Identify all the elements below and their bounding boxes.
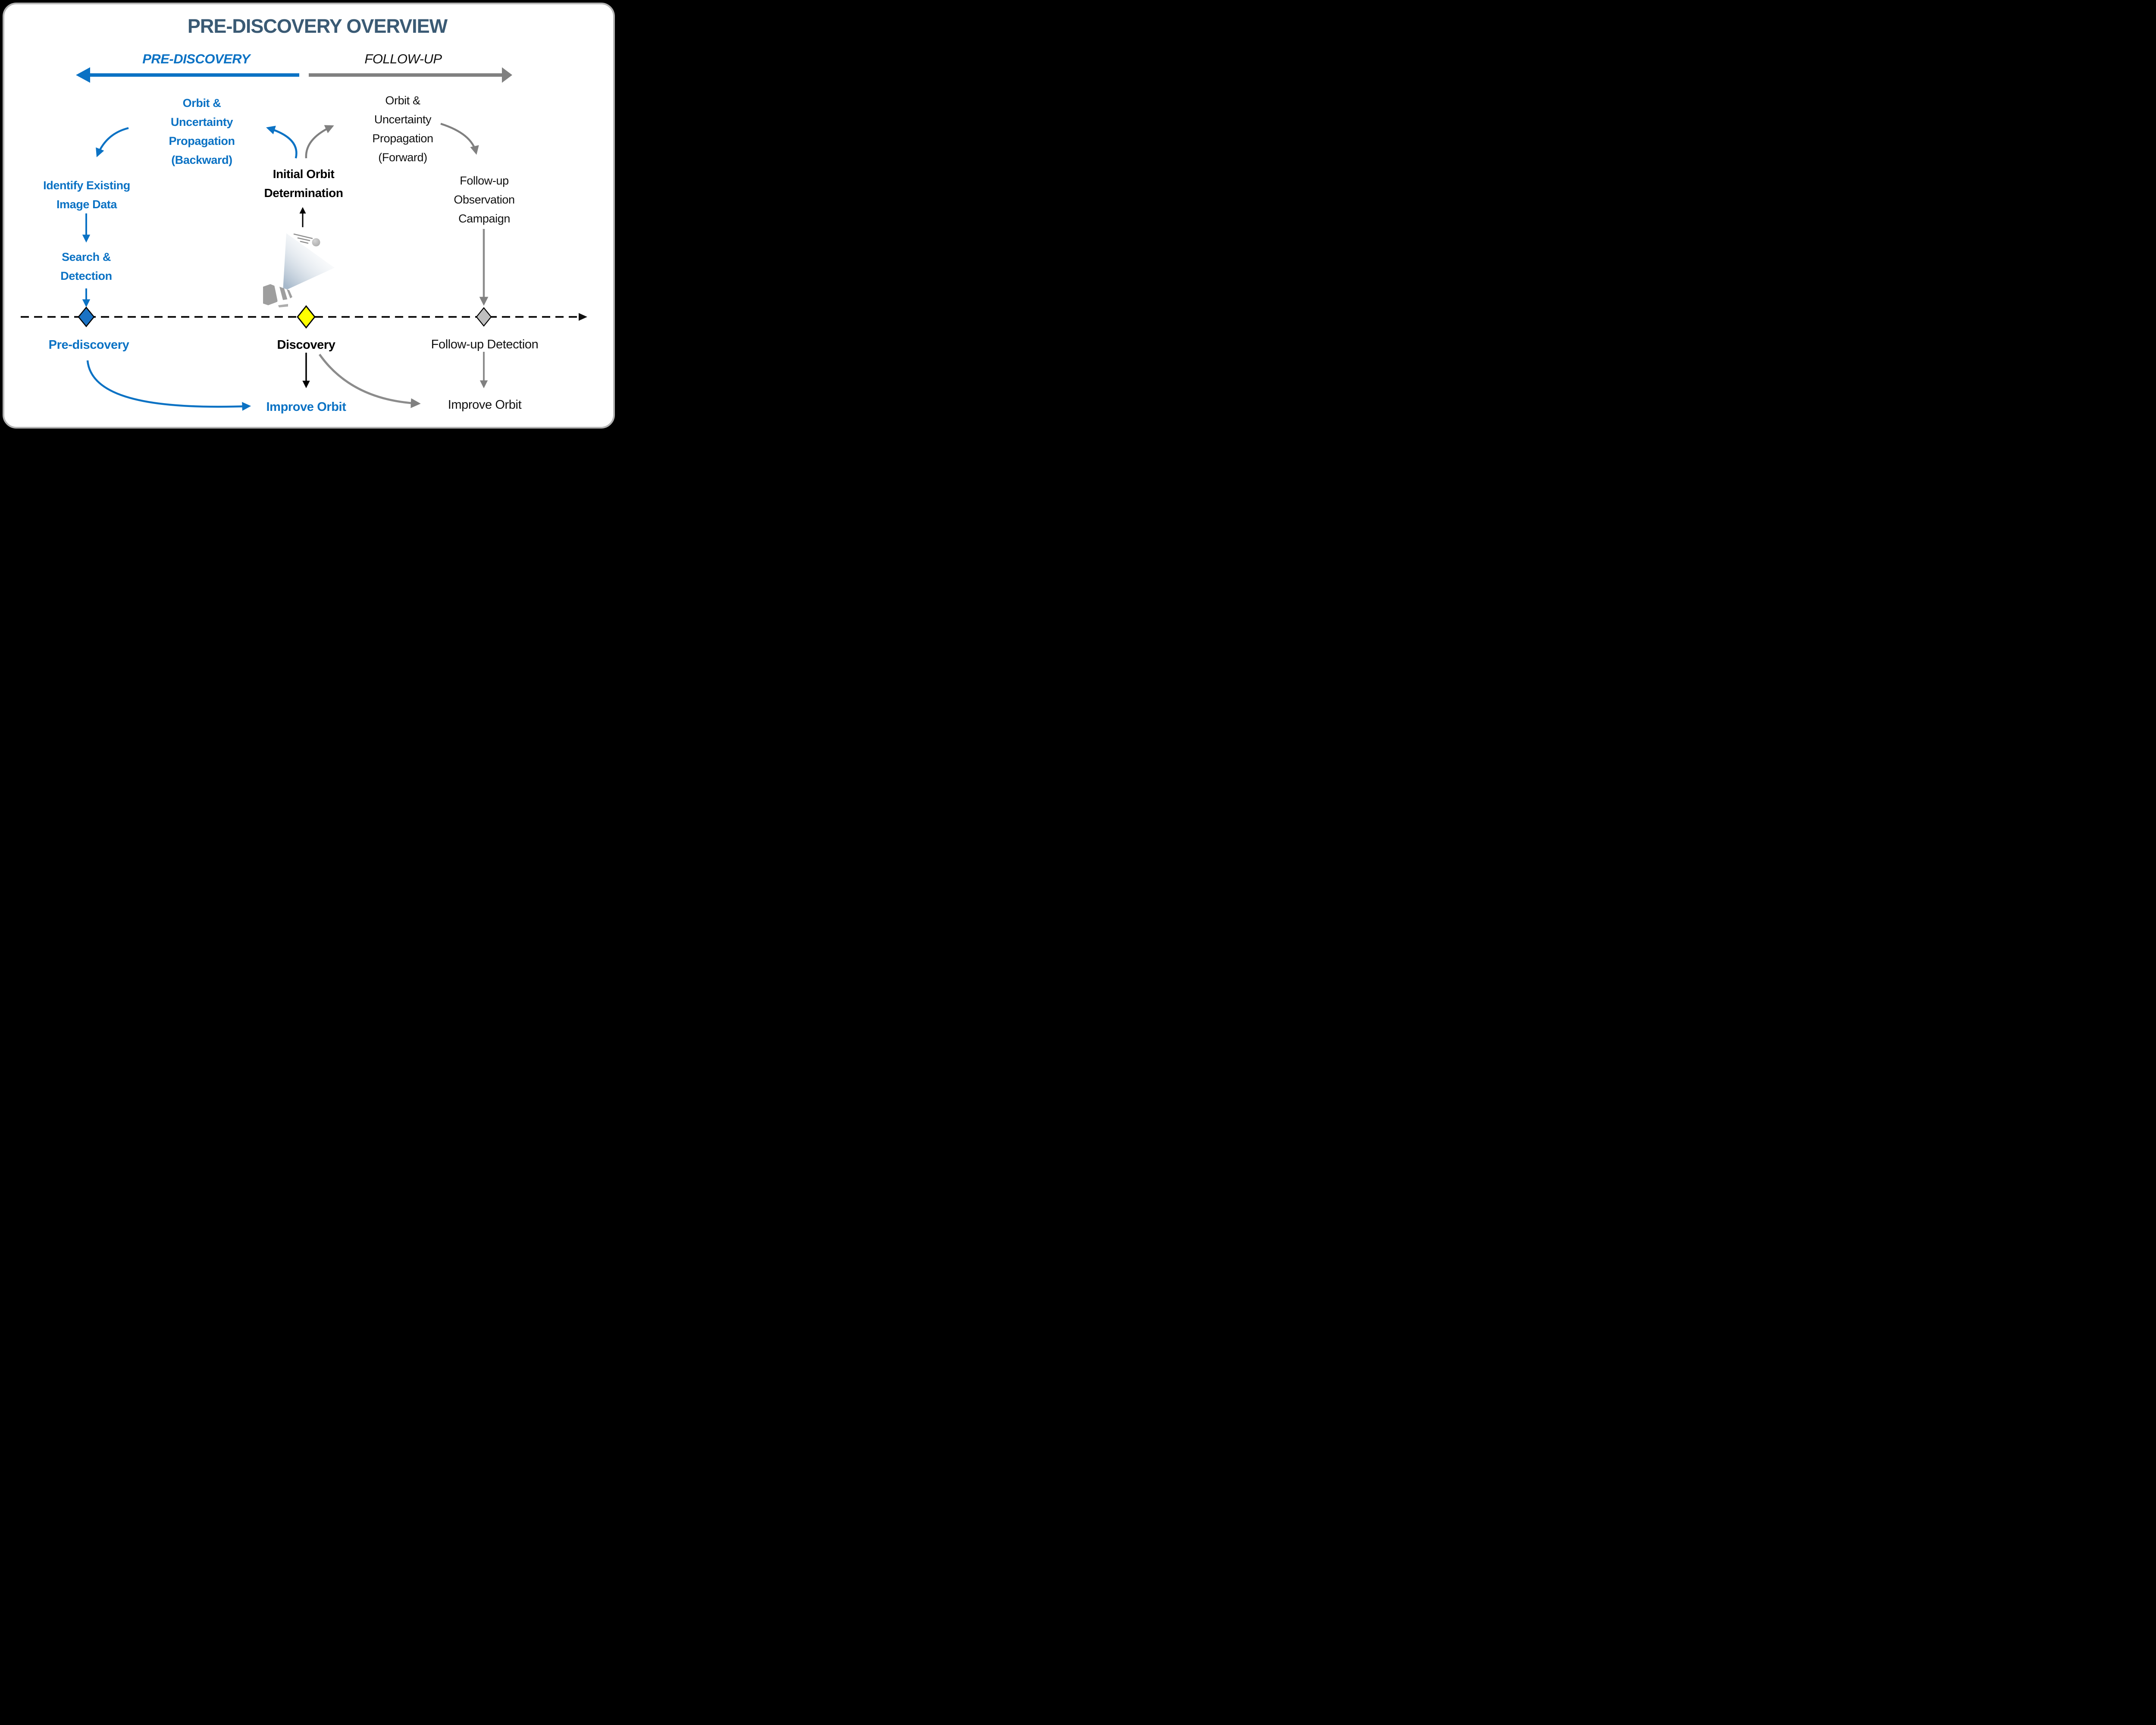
- arrow-iod-to-forward: [305, 125, 334, 159]
- slide-card: PRE-DISCOVERY OVERVIEW PRE-DISCOVERY FOL…: [3, 3, 615, 429]
- light-cone-icon: [283, 233, 335, 291]
- node-search-and-detection: Search & Detection: [60, 250, 112, 282]
- arrow-backward-to-identify: [96, 127, 129, 157]
- node-identify-existing-image-data: Identify Existing Image Data: [43, 179, 130, 211]
- arrow-prediscovery-to-improve-orbit: [86, 360, 251, 411]
- node-improve-orbit-discovery: Improve Orbit: [266, 400, 346, 414]
- milestone-diamond-pre-discovery: [78, 307, 95, 327]
- asteroid-icon: [312, 238, 320, 247]
- node-orbit-propagation-backward: Orbit & Uncertainty Propagation (Backwar…: [169, 97, 235, 166]
- diagram-graphics: [21, 67, 587, 411]
- milestone-diamond-follow-up-detection: [476, 307, 492, 327]
- milestone-label-follow-up-detection: Follow-up Detection: [431, 338, 539, 351]
- node-orbit-propagation-forward: Orbit & Uncertainty Propagation (Forward…: [372, 94, 433, 164]
- milestone-label-pre-discovery: Pre-discovery: [48, 338, 129, 352]
- milestone-diamond-discovery: [297, 305, 316, 329]
- node-follow-up-observation-campaign: Follow-up Observation Campaign: [454, 174, 515, 225]
- milestone-label-discovery: Discovery: [277, 338, 335, 352]
- page-title: PRE-DISCOVERY OVERVIEW: [187, 15, 448, 37]
- telescope-icon: [263, 284, 292, 307]
- follow-up-phase-label: FOLLOW-UP: [364, 51, 442, 66]
- timeline-axis: [21, 313, 587, 321]
- arrow-discovery-to-improve-orbit-right: [318, 354, 421, 408]
- pre-discovery-phase-label: PRE-DISCOVERY: [142, 51, 250, 66]
- pre-discovery-phase-arrow: [76, 67, 299, 83]
- arrow-iod-to-backward: [266, 125, 298, 159]
- node-improve-orbit-follow-up: Improve Orbit: [448, 398, 522, 412]
- motion-lines-icon: [293, 233, 313, 244]
- arrow-forward-to-campaign: [440, 122, 479, 155]
- follow-up-phase-arrow: [309, 67, 512, 83]
- node-initial-orbit-determination: Initial Orbit Determination: [264, 167, 343, 200]
